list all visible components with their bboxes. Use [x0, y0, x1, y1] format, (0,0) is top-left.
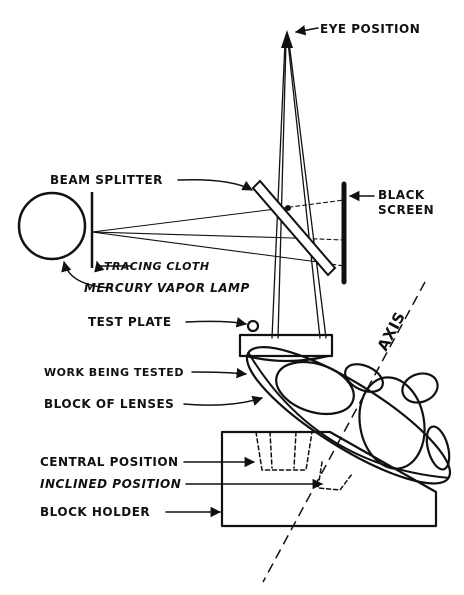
label-tracing-cloth: TRACING CLOTH — [104, 260, 210, 273]
label-arrows — [61, 25, 375, 518]
lenses — [275, 360, 451, 471]
block-holder — [220, 430, 438, 528]
central-position-outline — [255, 431, 313, 471]
label-black-screen-2: SCREEN — [378, 203, 434, 217]
inclined-position-outline — [317, 461, 353, 491]
beam-splitter — [251, 179, 337, 277]
label-inclined-position: INCLINED POSITION — [40, 477, 181, 491]
eye-point — [281, 30, 293, 48]
label-beam-splitter: BEAM SPLITTER — [50, 173, 163, 187]
label-block-holder: BLOCK HOLDER — [40, 505, 150, 519]
label-mercury-vapor-lamp: MERCURY VAPOR LAMP — [84, 281, 250, 295]
label-eye-position: EYE POSITION — [320, 22, 420, 36]
label-central-position: CENTRAL POSITION — [40, 455, 179, 469]
label-axis: AXIS — [374, 309, 409, 354]
mercury-vapor-lamp — [17, 191, 87, 261]
axis-line — [262, 281, 426, 583]
viewing-rays — [271, 41, 327, 339]
test-plate — [238, 319, 334, 363]
lamp-rays — [91, 209, 319, 263]
label-block-of-lenses: BLOCK OF LENSES — [44, 397, 174, 411]
label-test-plate: TEST PLATE — [88, 315, 172, 329]
block-of-lenses — [245, 346, 452, 485]
label-work-being-tested: WORK BEING TESTED — [44, 366, 184, 379]
label-black-screen-1: BLACK — [378, 188, 425, 202]
